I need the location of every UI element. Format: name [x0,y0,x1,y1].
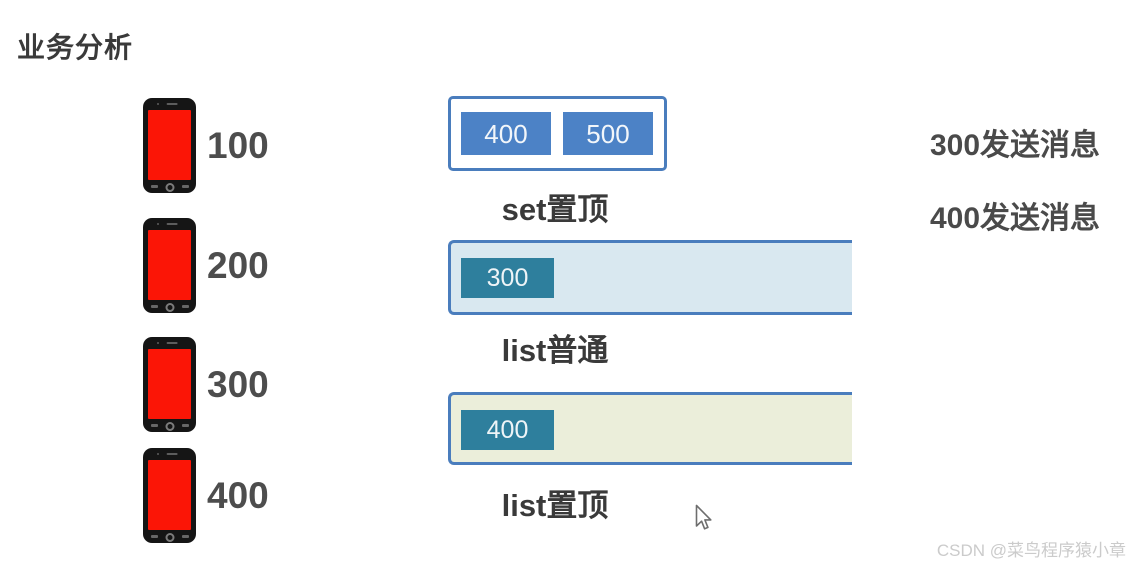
phone-screen [148,349,191,419]
page-title: 业务分析 [17,32,134,63]
phone-icon [143,98,196,193]
phone-label: 100 [207,125,269,166]
note-400-send-message: 400发送消息 [930,202,1101,235]
phone-camera-icon [157,103,159,105]
phone-row: 100 [143,98,269,193]
phone-menu-icon [182,185,189,188]
phone-home-button-icon [165,422,174,431]
phone-home-button-icon [165,533,174,542]
phone-back-icon [151,305,158,308]
list-normal-chip: 300 [461,258,554,298]
phone-icon [143,218,196,313]
phone-back-icon [151,424,158,427]
phone-icon [143,337,196,432]
watermark: CSDN @菜鸟程序猿小章 [936,541,1126,560]
phone-speaker-icon [166,453,178,455]
phone-speaker-icon [166,342,178,344]
phone-camera-icon [157,342,159,344]
phone-screen [148,110,191,180]
phone-back-icon [151,535,158,538]
phone-screen [148,460,191,530]
list-normal-box: 300 [448,240,852,315]
phone-menu-icon [182,424,189,427]
list-top-box: 400 [448,392,852,465]
phone-label: 200 [207,245,269,286]
phone-speaker-icon [166,223,178,225]
set-item-chip: 500 [563,112,653,155]
phone-row: 300 [143,337,269,432]
list-top-chip: 400 [461,410,554,450]
phone-camera-icon [157,453,159,455]
phone-row: 400 [143,448,269,543]
phone-camera-icon [157,223,159,225]
phone-home-button-icon [165,303,174,312]
list-top-caption: list置顶 [501,488,609,523]
phone-home-button-icon [165,183,174,192]
set-item-chip: 400 [461,112,551,155]
phone-icon [143,448,196,543]
note-300-send-message: 300发送消息 [930,129,1101,162]
phone-screen [148,230,191,300]
arrow-cursor-icon [695,504,712,530]
phone-row: 200 [143,218,269,313]
set-top-box: 400 500 [448,96,667,171]
phone-label: 300 [207,364,269,405]
phone-back-icon [151,185,158,188]
phone-menu-icon [182,305,189,308]
list-normal-caption: list普通 [501,333,609,368]
phone-speaker-icon [166,103,178,105]
phone-menu-icon [182,535,189,538]
set-box-caption: set置顶 [501,192,609,227]
phone-label: 400 [207,475,269,516]
